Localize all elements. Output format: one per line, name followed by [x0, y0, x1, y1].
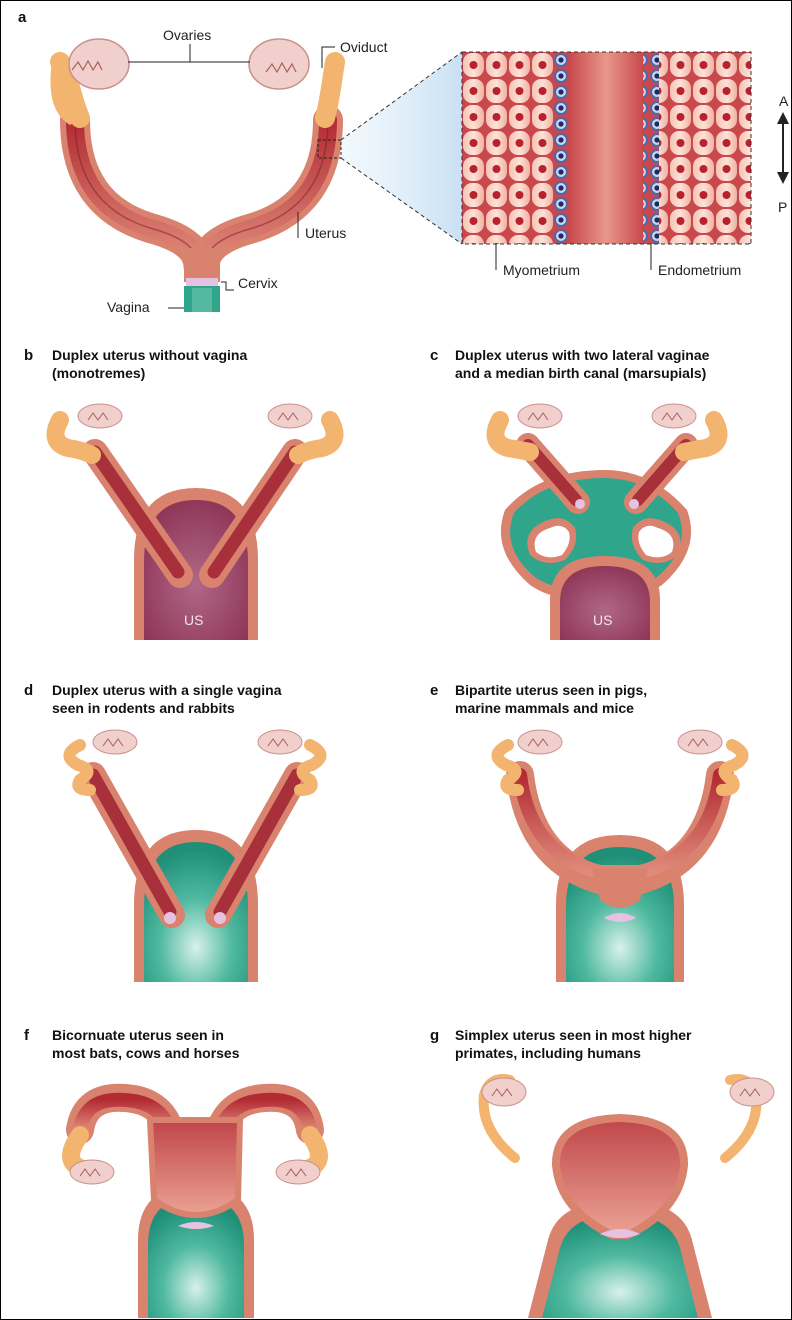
panel-c-caption-line1: Duplex uterus with two lateral vaginae — [455, 347, 710, 363]
panel-a-letter: a — [18, 9, 27, 26]
panel-e-letter: e — [430, 682, 438, 699]
oviduct-label: Oviduct — [340, 39, 388, 55]
panel-d-diagram — [69, 730, 320, 982]
panel-g-letter: g — [430, 1027, 439, 1044]
axis-a-label: A — [779, 93, 789, 109]
endometrium-label: Endometrium — [658, 262, 741, 278]
panel-a-uterus — [75, 120, 328, 282]
panel-a-ovaries — [69, 39, 309, 89]
panel-b-diagram: US — [56, 404, 335, 640]
panel-d-caption-line2: seen in rodents and rabbits — [52, 700, 235, 716]
panel-b-letter: b — [24, 347, 33, 364]
panel-e-caption-line1: Bipartite uterus seen in pigs, — [455, 682, 647, 698]
panel-c-us-label: US — [593, 612, 612, 628]
panel-d-letter: d — [24, 682, 33, 699]
panel-b-caption-line2: (monotremes) — [52, 365, 145, 381]
panel-f-caption-line2: most bats, cows and horses — [52, 1045, 240, 1061]
panel-c-caption-line2: and a median birth canal (marsupials) — [455, 365, 706, 381]
panel-g-diagram — [482, 1078, 774, 1318]
panel-c-diagram: US — [496, 404, 719, 640]
axis-p-label: P — [778, 199, 787, 215]
panel-c-letter: c — [430, 347, 438, 364]
ap-axis: A P — [777, 93, 789, 215]
panel-d-caption-line1: Duplex uterus with a single vagina — [52, 682, 282, 698]
panel-b-us-label: US — [184, 612, 203, 628]
cervix-label: Cervix — [238, 275, 278, 291]
panel-f-letter: f — [24, 1027, 30, 1044]
tissue-section — [462, 52, 751, 244]
panel-g-caption-line2: primates, including humans — [455, 1045, 641, 1061]
ovaries-label: Ovaries — [163, 27, 211, 43]
panel-f-caption-line1: Bicornuate uterus seen in — [52, 1027, 224, 1043]
panel-f-diagram — [70, 1098, 320, 1318]
panel-a-labels: Ovaries Oviduct Uterus Cervix Vagina — [107, 27, 388, 315]
panel-b-caption-line1: Duplex uterus without vagina — [52, 347, 247, 363]
vagina-label: Vagina — [107, 299, 150, 315]
panel-e-diagram — [497, 730, 742, 982]
uterus-label: Uterus — [305, 225, 346, 241]
panel-e-caption-line2: marine mammals and mice — [455, 700, 634, 716]
panel-a-cervix — [186, 278, 218, 286]
panel-g-caption-line1: Simplex uterus seen in most higher — [455, 1027, 692, 1043]
myometrium-label: Myometrium — [503, 262, 580, 278]
tissue-labels: Myometrium Endometrium — [496, 244, 741, 278]
